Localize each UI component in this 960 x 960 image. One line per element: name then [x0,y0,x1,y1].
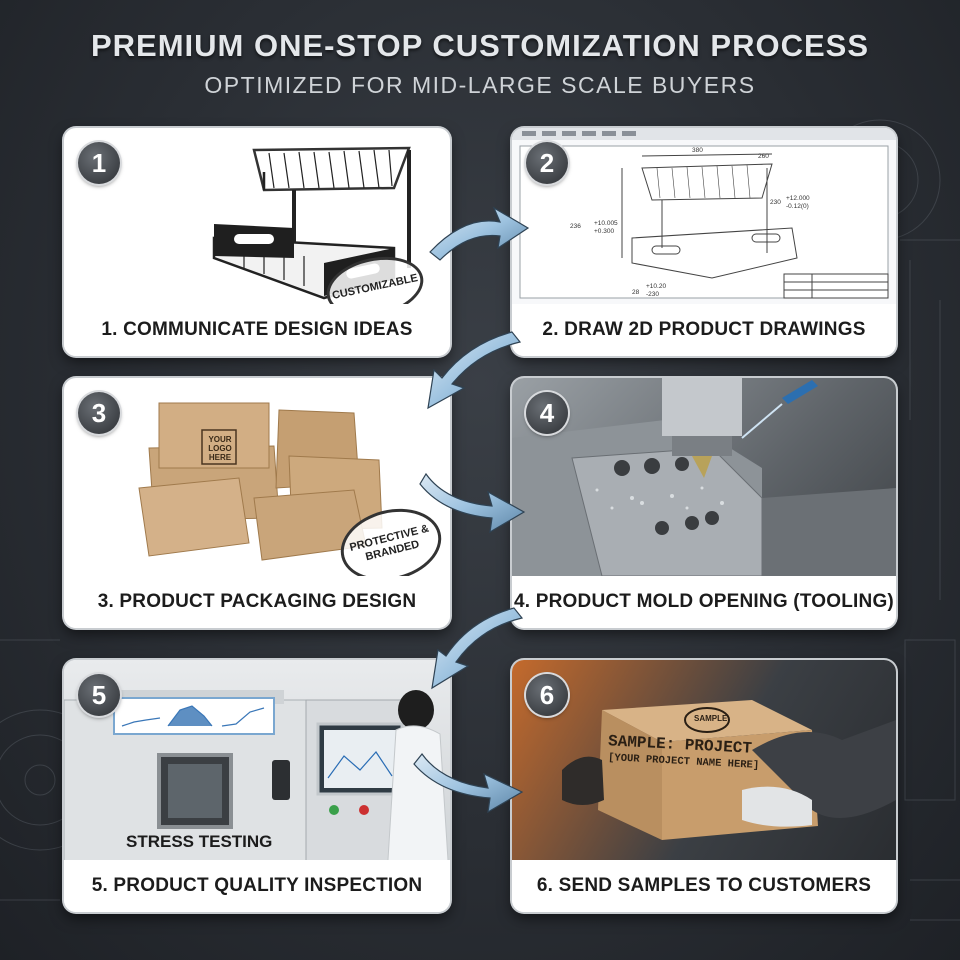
step-card-4: 4 4. PRODUCT MOLD OPENING (TOOLING) [512,378,896,628]
blueprint-drawing-image: 236 +10.005 +0.300 28 +10.20 -230 230 +1… [512,128,896,304]
step-card-6: SAMPLE: PROJECT [YOUR PROJECT NAME HERE]… [512,660,896,912]
step-number-badge-1: 1 [78,142,120,184]
step-caption-3: 3. PRODUCT PACKAGING DESIGN [64,576,450,628]
step-number-badge-4: 4 [526,392,568,434]
page-title: PREMIUM ONE-STOP CUSTOMIZATION PROCESS [90,28,870,63]
flow-arrow-icon [431,607,524,690]
drawing-dim-g: 230 [770,199,781,206]
flow-arrow-icon [419,472,526,534]
flow-arrow-icon [413,753,524,814]
step-number-badge-6: 6 [526,674,568,716]
step-caption-6: 6. SEND SAMPLES TO CUSTOMERS [512,860,896,912]
step-caption-1: 1. COMMUNICATE DESIGN IDEAS [64,304,450,356]
sample-box-stamp: SAMPLE [694,714,728,723]
step-card-1: 1 CUSTOMIZABLE 1. COMMUNICATE DESIGN IDE… [64,128,450,356]
cnc-mill-icon [512,378,896,577]
stress-testing-overlay: STRESS TESTING [126,832,273,851]
step-card-5: 5 STRESS TESTING 5. PRODUCT QUALITY INSP… [64,660,450,912]
sample-handoff-image [512,660,896,862]
page-header: PREMIUM ONE-STOP CUSTOMIZATION PROCESS O… [0,28,960,99]
quality-inspection-image [64,660,450,893]
page-subtitle: OPTIMIZED FOR MID-LARGE SCALE BUYERS [204,72,756,98]
step-caption-4: 4. PRODUCT MOLD OPENING (TOOLING) [512,576,896,628]
drawing-dim-e: +10.20 [646,283,666,290]
package-handoff-icon [562,700,896,840]
drawing-dim-j: 380 [692,147,703,154]
step-caption-2: 2. DRAW 2D PRODUCT DRAWINGS [512,304,896,356]
drawing-dim-c: +0.300 [594,228,614,235]
step-number-badge-2: 2 [526,142,568,184]
step-number-badge-5: 5 [78,674,120,716]
drawing-dim-a: 236 [570,223,581,230]
flow-arrow-icon [427,331,522,410]
drawing-dim-d: 28 [632,289,640,296]
drawing-dim-b: +10.005 [594,220,618,227]
cnc-machining-image [512,378,896,577]
drawing-dim-f: -230 [646,291,659,298]
drawing-dim-h: +12.000 [786,195,810,202]
step-card-2: 236 +10.005 +0.300 28 +10.20 -230 230 +1… [512,128,896,356]
drawing-dim-k: 260 [758,153,769,160]
flow-arrow-icon [429,206,530,261]
step-card-3: YOUR LOGO HERE 3 PROTECTIVE & BRANDED 3.… [64,378,450,628]
box-logo-placeholder: YOUR LOGO HERE [208,435,232,462]
step-caption-5: 5. PRODUCT QUALITY INSPECTION [64,860,450,912]
test-chamber-icon [64,690,450,893]
blueprint-icon: 236 +10.005 +0.300 28 +10.20 -230 230 +1… [512,128,896,299]
step-number-badge-3: 3 [78,392,120,434]
drawing-dim-i: -0.12(0) [786,203,809,210]
